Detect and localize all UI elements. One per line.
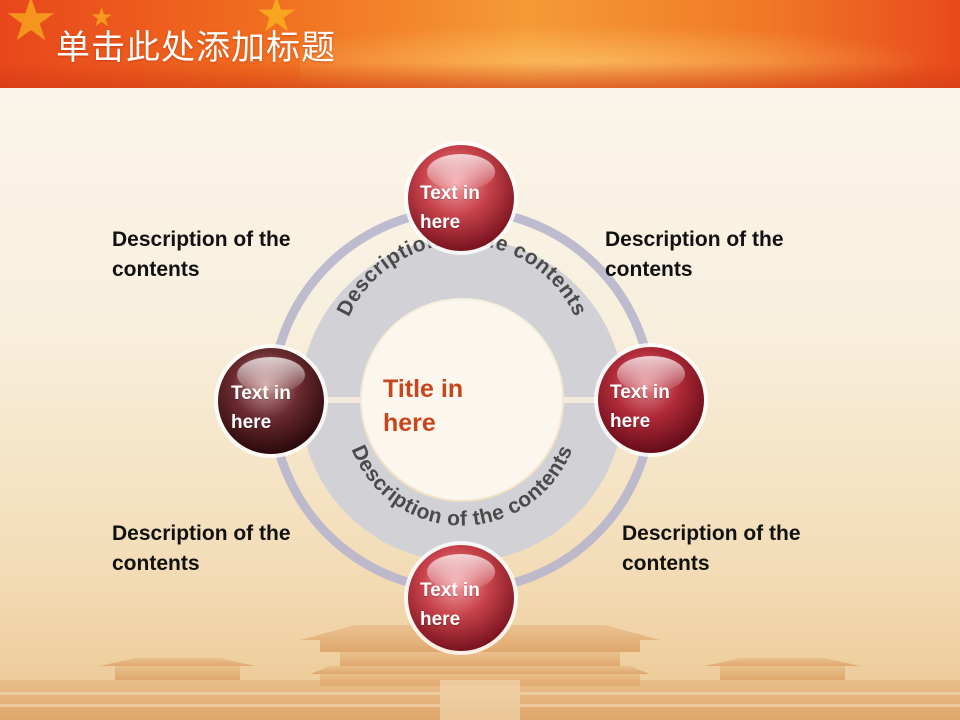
- node-right[interactable]: [594, 343, 708, 457]
- palace-background: [0, 625, 960, 720]
- slide-title[interactable]: 单击此处添加标题: [56, 28, 336, 68]
- node-bottom[interactable]: [404, 541, 518, 655]
- description-bottom-right[interactable]: Description of the contents: [622, 522, 801, 575]
- center-title[interactable]: Title in here: [383, 375, 464, 437]
- description-bottom-left[interactable]: Description of the contents: [112, 522, 291, 575]
- description-top-left[interactable]: Description of the contents: [112, 228, 291, 281]
- node-left[interactable]: [214, 344, 328, 458]
- center-disc: [362, 300, 562, 500]
- node-right-label[interactable]: Text in here: [610, 382, 670, 432]
- node-top[interactable]: [404, 141, 518, 255]
- banner-shade: [0, 62, 960, 88]
- star-icon: ★: [90, 2, 114, 32]
- header-banner: ★ ★ ★ 单击此处添加标题: [0, 0, 960, 88]
- description-top-right[interactable]: Description of the contents: [605, 228, 784, 281]
- star-icon: ★: [255, 0, 299, 42]
- star-icon: ★: [4, 0, 58, 53]
- node-bottom-label[interactable]: Text in here: [420, 580, 480, 630]
- node-left-label[interactable]: Text in here: [231, 383, 291, 433]
- node-top-label[interactable]: Text in here: [420, 183, 480, 233]
